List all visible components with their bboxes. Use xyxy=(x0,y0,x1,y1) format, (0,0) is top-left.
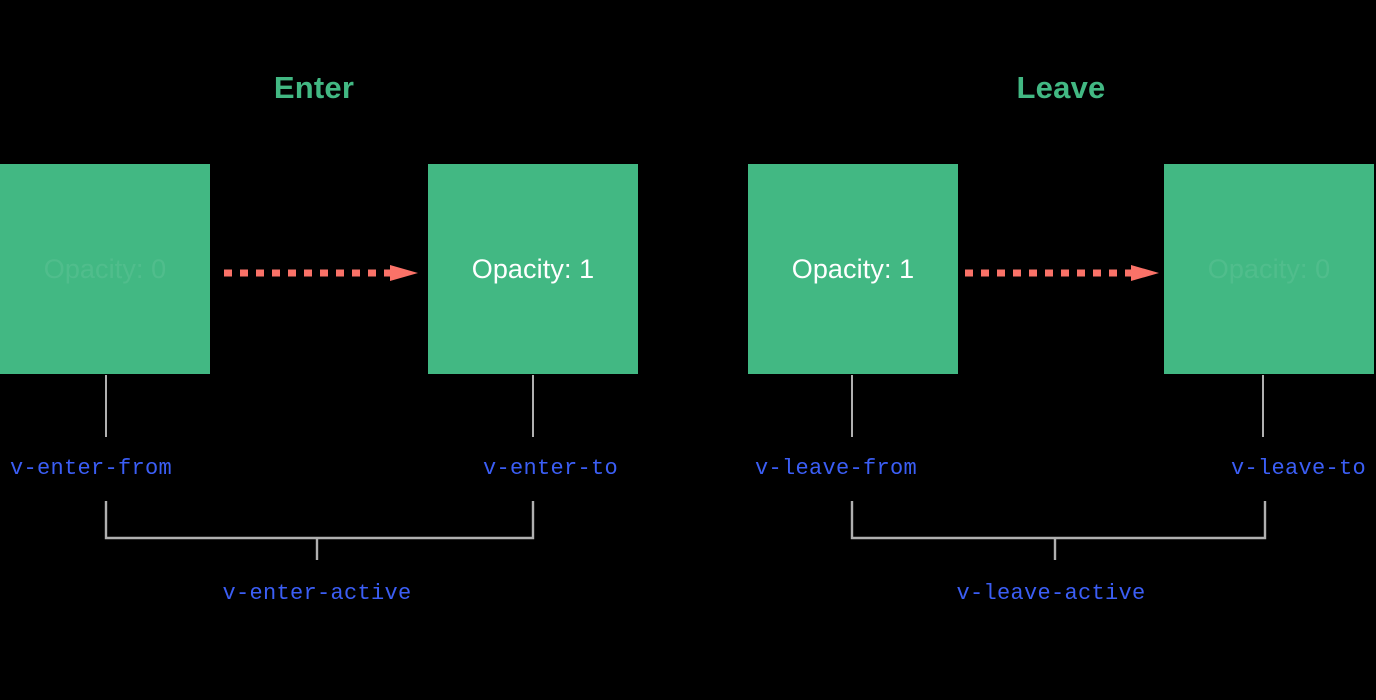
enter-phase-heading: Enter xyxy=(273,70,355,105)
leave-to-state-box: Opacity: 0 xyxy=(1164,164,1374,374)
leave-to-state-box-label: Opacity: 0 xyxy=(1207,253,1331,284)
label-v-leave-to: v-leave-to xyxy=(1230,456,1366,481)
enter-from-state-box-label: Opacity: 0 xyxy=(43,253,167,284)
enter-transition-arrow xyxy=(224,265,418,281)
enter-from-tick-line xyxy=(105,375,107,437)
label-v-enter-from: v-enter-from xyxy=(10,456,173,481)
enter-active-bracket xyxy=(104,499,536,563)
enter-to-tick-line xyxy=(532,375,534,437)
leave-active-bracket xyxy=(850,499,1268,563)
leave-from-state-box-label: Opacity: 1 xyxy=(791,253,915,284)
leave-phase-heading: Leave xyxy=(1016,70,1106,105)
label-v-enter-to: v-enter-to xyxy=(482,456,618,481)
leave-transition-arrow xyxy=(965,265,1159,281)
leave-from-tick-line xyxy=(851,375,853,437)
leave-from-state-box: Opacity: 1 xyxy=(748,164,958,374)
leave-to-tick-line xyxy=(1262,375,1264,437)
enter-to-state-box-label: Opacity: 1 xyxy=(471,253,595,284)
label-v-enter-active: v-enter-active xyxy=(222,581,412,606)
enter-from-state-box: Opacity: 0 xyxy=(0,164,210,374)
label-v-leave-from: v-leave-from xyxy=(755,456,918,481)
label-v-leave-active: v-leave-active xyxy=(956,581,1146,606)
enter-to-state-box: Opacity: 1 xyxy=(428,164,638,374)
